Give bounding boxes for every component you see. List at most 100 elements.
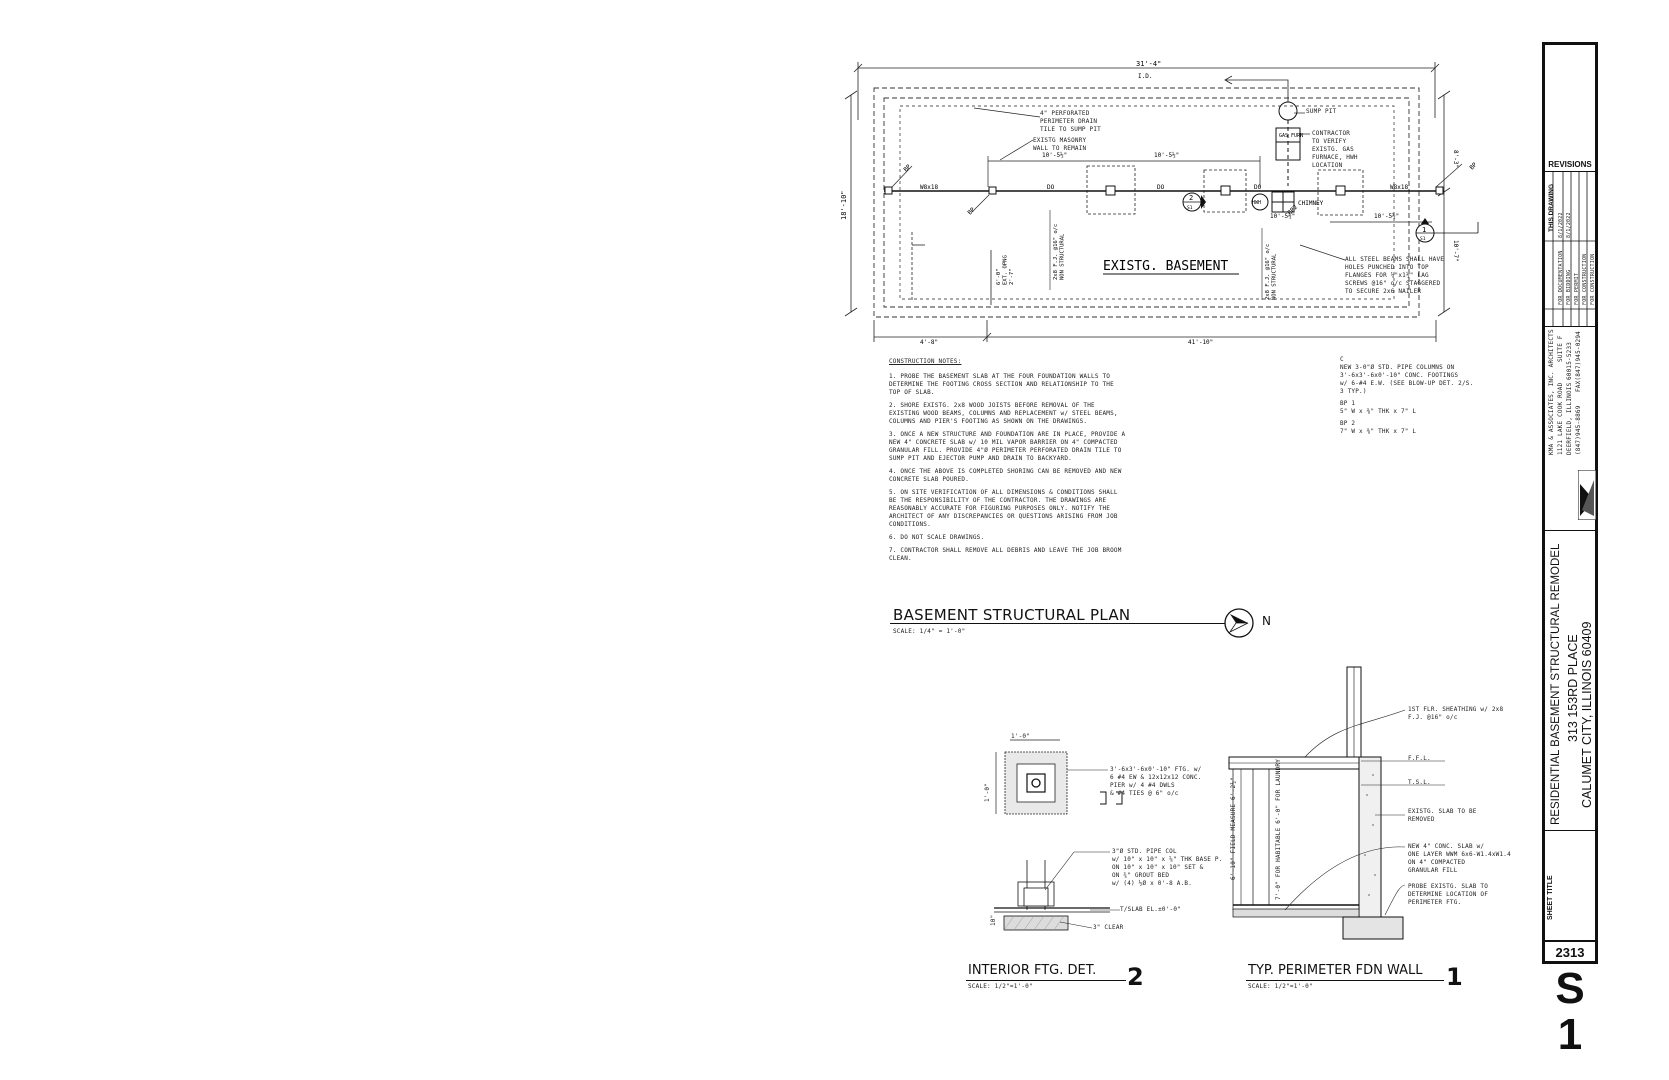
plan-title-rule <box>890 623 1230 624</box>
project-line-3: CALUMET CITY, ILLINOIS 60409 <box>1580 621 1594 808</box>
note-item: 2. SHORE EXISTG. 2x8 WOOD JOISTS BEFORE … <box>889 402 1118 425</box>
beam-label-4: DO <box>1254 184 1262 191</box>
note-item: 7. CONTRACTOR SHALL REMOVE ALL DEBRIS AN… <box>889 547 1122 562</box>
d2-dim-top: 1'-0" <box>1011 733 1031 740</box>
bottom-dim-right: 41'-10" <box>1188 339 1213 346</box>
section-1-sheet: S1 <box>1420 236 1426 242</box>
divider <box>1545 830 1595 831</box>
callout-contractor: CONTRACTOR TO VERIFY EXISTG. GAS FURNACE… <box>1312 130 1358 169</box>
title-block <box>1542 42 1598 964</box>
firm-phone: (847)945-8869 <box>1575 405 1582 455</box>
d2-dim-side: 1'-0" <box>984 782 991 802</box>
left-dim-text: 18'-10" <box>840 190 848 220</box>
revision-row: FOR BIDDING <box>1566 269 1572 305</box>
discharge-arrow <box>1224 75 1289 102</box>
revision-row: FOR CONSTRUCTION <box>1582 253 1588 305</box>
column-footings <box>1086 165 1364 216</box>
bp-label-1: BP <box>902 163 912 173</box>
revision-date: 8/1/2022 <box>1558 212 1564 238</box>
d2-note-clear: 3" CLEAR <box>1093 924 1124 931</box>
joist-arrows <box>1049 210 1263 300</box>
detail-2-rule <box>966 980 1126 981</box>
project-number: 2313 <box>1545 940 1595 963</box>
callout-drain: 4" PERFORATED PERIMETER DRAIN TILE TO SU… <box>1040 110 1101 133</box>
hwh-label: HWH <box>1252 200 1261 206</box>
furnace-box <box>1275 127 1301 161</box>
project-line-1: RESIDENTIAL BASEMENT STRUCTURAL REMODEL <box>1550 543 1562 825</box>
note-item: 3. ONCE A NEW STRUCTURE AND FOUNDATION A… <box>889 431 1126 462</box>
revision-row: FOR DOCUMENTATION <box>1558 250 1564 305</box>
right-dim-bot: 10'-7" <box>1452 240 1459 262</box>
bp-label-4: BP <box>1468 161 1478 171</box>
right-dimension <box>1437 90 1451 317</box>
revision-grid <box>1545 171 1595 326</box>
overall-dim-sub: I.D. <box>1138 73 1152 80</box>
revision-row: FOR PERMIT <box>1574 272 1580 305</box>
detail-2-number: 2 <box>1127 963 1144 991</box>
bottom-dim-left: 4'-8" <box>920 339 938 346</box>
beam-label-1: W8x18 <box>920 184 938 191</box>
foundation-wall-outline <box>873 87 1420 318</box>
beam-label-3: DO <box>1157 184 1165 191</box>
beam-label-2: DO <box>1047 184 1055 191</box>
north-label: N <box>1262 614 1271 628</box>
section-2-sheet: S1 <box>1187 205 1193 211</box>
bp-leaders <box>891 163 1463 213</box>
span-1-text: 10'-5½" <box>1042 152 1067 159</box>
revision-row: FOR CONSTRUCTION <box>1590 253 1596 305</box>
d1-note-ffl: F.F.L. <box>1408 755 1431 762</box>
left-dimension <box>844 90 858 317</box>
detail-1-number: 1 <box>1446 963 1463 991</box>
d2-note-col: 3"Ø STD. PIPE COL w/ 10" x 10" x ⅝" THK … <box>1112 848 1223 887</box>
divider <box>1545 530 1595 531</box>
callout-masonry: EXISTG MASONRY WALL TO REMAIN <box>1033 137 1087 152</box>
sheet-number: 1 <box>1557 1010 1583 1059</box>
d1-dim-field: 6'-10" FIELD MEASURE 6'-2½" <box>1230 777 1237 880</box>
firm-zip: 60015-5233 <box>1566 341 1573 380</box>
detail-1-scale: SCALE: 1/2"=1'-0" <box>1248 983 1313 990</box>
d1-note-sheathing: 1ST FLR. SHEATHING w/ 2x8 F.J. @16" o/c <box>1408 706 1504 721</box>
note-item: 5. ON SITE VERIFICATION OF ALL DIMENSION… <box>889 489 1118 528</box>
joist-label-1: 2x8 F.J. @16" o/cNON STRUCTURAL <box>1053 224 1066 280</box>
detail-2-title: INTERIOR FTG. DET. <box>968 963 1097 978</box>
bottom-dimension <box>873 320 1437 342</box>
d1-note-tsl: T.S.L. <box>1408 779 1431 786</box>
firm-fax: FAX(847)945-0294 <box>1575 331 1582 392</box>
detail-2-scale: SCALE: 1/2"=1'-0" <box>968 983 1033 990</box>
notes-title: CONSTRUCTION NOTES: <box>889 358 962 365</box>
furnace-label: GAS FURN <box>1279 133 1303 139</box>
d2-note-slab: T/SLAB EL.±0'-0" <box>1120 906 1181 913</box>
firm-logo-icon <box>1578 470 1596 520</box>
water-heater-circle <box>1251 193 1269 211</box>
beam-label-5: W8x18 <box>1390 184 1408 191</box>
joist-label-2: 2x8 F.J. @16" o/cNON STRUCTURAL <box>1265 244 1278 300</box>
sheet-title-label: SHEET TITLE <box>1547 875 1554 920</box>
construction-notes: 1. PROBE THE BASEMENT SLAB AT THE FOUR F… <box>889 373 1129 568</box>
legend-bp1: BP 1 5" W x ⅜" THK x 7" L <box>1340 400 1417 415</box>
right-dim-top: 8'-3" <box>1452 150 1459 168</box>
callout-steel: ALL STEEL BEAMS SHALL HAVE HOLES PUNCHED… <box>1345 256 1445 295</box>
d1-note-new: NEW 4" CONC. SLAB w/ ONE LAYER WWM 6x6-W… <box>1408 843 1511 874</box>
firm-name: KMA & ASSOCIATES, INC. ARCHITECTS <box>1548 329 1555 455</box>
detail-1-drawing <box>1228 666 1445 940</box>
callout-sump: SUMP PIT <box>1306 108 1337 115</box>
room-label: EXISTG. BASEMENT <box>1103 259 1228 274</box>
note-item: 1. PROBE THE BASEMENT SLAB AT THE FOUR F… <box>889 373 1114 396</box>
d1-note-probe: PROBE EXISTG. SLAB TO DETERMINE LOCATION… <box>1408 883 1489 906</box>
top-dimension <box>853 62 1440 120</box>
span-2-text: 10'-5½" <box>1154 152 1179 159</box>
d1-dim-hab: 7'-0" FOR HABITABLE 6'-0" FOR LAUNDRY <box>1275 758 1282 900</box>
chimney-label: CHIMNEY <box>1298 200 1324 207</box>
detail-1-title: TYP. PERIMETER FDN WALL <box>1248 963 1423 978</box>
detail-2-drawing <box>994 739 1123 931</box>
this-drawing-label: THIS DRAWING <box>1548 183 1555 232</box>
section-marker-2 <box>1182 192 1206 212</box>
bp-label-2: BP <box>966 206 976 216</box>
revisions-header: REVISIONS <box>1545 158 1595 172</box>
firm-address-2: DEERFIELD, ILLINOIS <box>1566 382 1573 455</box>
north-arrow-icon <box>1224 608 1254 638</box>
ext-opening <box>911 232 992 305</box>
revisions-table <box>1545 171 1595 327</box>
chimney <box>1271 191 1295 213</box>
